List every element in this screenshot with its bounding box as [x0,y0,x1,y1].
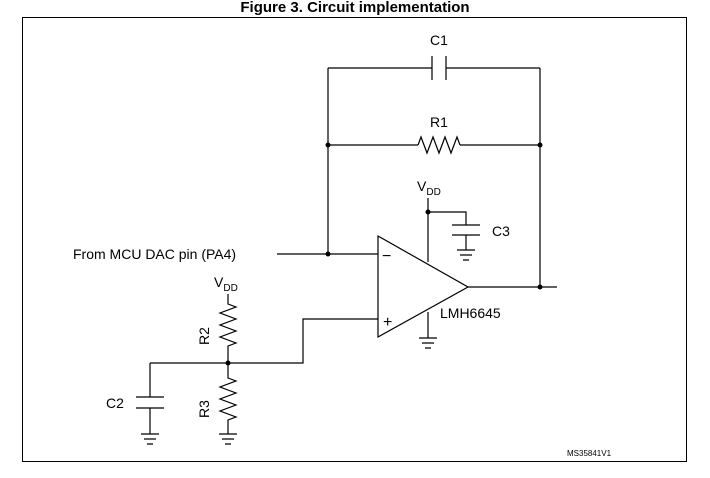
figure-code: MS35841V1 [567,449,612,458]
c1-label: C1 [430,32,448,48]
vdd-div-label: VDD [214,274,238,294]
vdd-div-subscript: DD [223,283,237,294]
vdd-div-letter: V [214,274,224,290]
vdd-main-subscript: DD [426,187,440,198]
opamp-plus-sign: + [383,314,392,331]
c3-label: C3 [492,223,510,239]
opamp-minus-sign: − [382,248,391,265]
r3-resistor [218,363,238,434]
c1-feedback-wire [327,67,541,287]
figure-frame [22,17,687,462]
c3-ground-icon [457,249,475,261]
r1-label: R1 [430,114,448,130]
r3-ground-icon [219,433,237,445]
junction-dot [325,142,331,148]
r1-resistor [417,135,461,155]
c2-label: C2 [106,395,124,411]
c3-capacitor [428,211,480,250]
c2-ground-icon [141,433,159,445]
opamp-triangle [377,234,470,339]
noninverting-input-wire [150,318,378,364]
opamp-part-label: LMH6645 [440,305,501,321]
r2-label: R2 [196,327,212,345]
c2-capacitor [136,363,164,434]
feedback-network [327,67,541,287]
opamp-ground-icon [419,337,437,349]
r3-label: R3 [196,400,212,418]
junction-dot [537,142,543,148]
r2-resistor [218,294,238,363]
figure-title: Figure 3. Circuit implementation [240,0,470,16]
input-label: From MCU DAC pin (PA4) [73,246,236,262]
vdd-main-letter: V [417,178,427,194]
vdd-main-label: VDD [417,178,441,198]
c1-capacitor [431,56,447,80]
